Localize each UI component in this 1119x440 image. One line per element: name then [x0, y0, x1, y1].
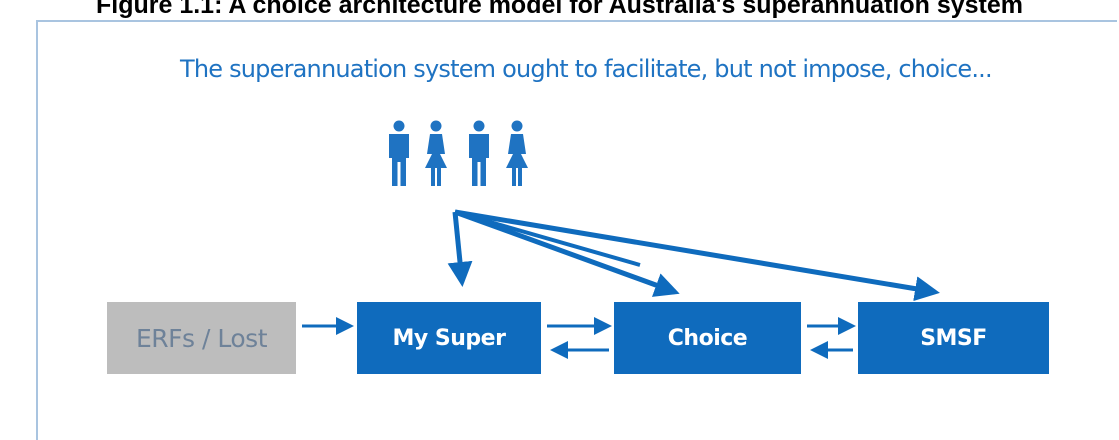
erfs-lost-box: ERFs / Lost [107, 302, 296, 374]
arrow-people-spread [454, 210, 641, 267]
male-person-icon [389, 120, 409, 186]
smsf-label: SMSF [920, 325, 987, 351]
erfs-lost-label: ERFs / Lost [136, 323, 268, 353]
arrow-people-to-smsf [454, 209, 940, 302]
male-person-icon [469, 120, 489, 186]
female-person-icon [506, 120, 528, 186]
diagram-frame [36, 20, 1117, 440]
mysuper-box: My Super [357, 302, 541, 374]
diagram-tagline: The superannuation system ought to facil… [180, 55, 993, 83]
choice-box: Choice [614, 302, 801, 374]
figure-title: Figure 1.1: A choice architecture model … [95, 0, 1024, 19]
smsf-box: SMSF [858, 302, 1049, 374]
mysuper-label: My Super [392, 325, 506, 351]
female-person-icon [425, 120, 447, 186]
arrow-people-to-mysuper [447, 211, 473, 287]
choice-label: Choice [667, 325, 748, 351]
arrow-people-to-choice [454, 209, 680, 297]
connector-arrows [302, 209, 940, 359]
